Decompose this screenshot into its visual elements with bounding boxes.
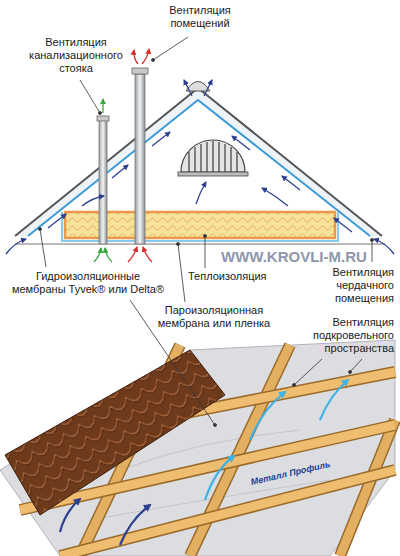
dormer-vent — [224, 144, 225, 172]
roof-buildup — [60, 470, 395, 556]
under-roof-arrows — [205, 456, 234, 500]
roof-section — [186, 82, 210, 92]
air-flow-arrows — [262, 188, 288, 206]
dormer-vent — [181, 140, 245, 172]
leader-lines — [40, 229, 46, 267]
roof-section — [15, 82, 385, 245]
dormer-vent — [212, 141, 213, 172]
room-air-arrows — [142, 49, 149, 64]
leader-lines — [205, 236, 206, 268]
air-flow-arrows — [6, 80, 394, 254]
sewer-air-arrows — [94, 99, 112, 262]
callout-label: Вентиляция чердачного помещения — [290, 266, 394, 305]
dormer-vent — [189, 141, 237, 172]
under-roof-arrows — [60, 499, 80, 532]
leader-lines — [80, 80, 100, 113]
callout-label: Теплоизоляция — [188, 270, 267, 283]
air-flow-arrows — [112, 165, 128, 178]
callout-label: Гидроизоляционные мембраны Tyvek® или De… — [8, 270, 168, 296]
callout-label: Вентиляция канализационного стояка — [20, 36, 132, 75]
room-vent-pipe — [132, 68, 148, 74]
under-roof-arrows — [60, 380, 348, 545]
leader-lines — [177, 243, 180, 246]
watermark: WWW.KROVLI-M.RU — [218, 248, 370, 265]
air-flow-arrows — [82, 196, 104, 206]
sewer-vent-pipe — [99, 120, 107, 244]
leader-lines — [349, 371, 352, 374]
roof-buildup — [0, 340, 395, 556]
sewer-air-arrows — [105, 248, 112, 262]
dormer-vent — [188, 152, 189, 172]
leader-lines — [371, 239, 374, 242]
leader-lines — [293, 384, 296, 387]
air-flow-arrows — [152, 132, 170, 146]
air-flow-arrows — [184, 80, 192, 96]
roof-buildup — [5, 350, 225, 515]
leader-lines — [204, 235, 207, 238]
room-air-arrows — [134, 50, 138, 64]
room-air-arrows — [128, 247, 137, 262]
leader-lines — [294, 359, 322, 385]
air-flow-arrows — [204, 80, 212, 96]
callout-label: Вентиляция подкровельного пространства — [282, 316, 394, 355]
room-vent-pipe — [135, 74, 145, 244]
room-air-arrows — [128, 49, 152, 262]
room-air-arrows — [143, 247, 152, 262]
leader-lines — [350, 359, 362, 372]
leader-lines — [152, 59, 155, 62]
dormer-vent — [200, 144, 201, 172]
leader-lines — [372, 240, 373, 262]
leader-lines — [178, 244, 185, 302]
air-flow-arrows — [6, 239, 26, 254]
air-flow-arrows — [232, 136, 250, 150]
callout-label: Вентиляция помещений — [150, 4, 250, 30]
leader-lines — [39, 37, 374, 427]
under-roof-arrows — [250, 392, 285, 440]
dormer-vent — [230, 147, 231, 172]
under-roof-arrows — [320, 380, 348, 420]
roof-buildup — [60, 470, 395, 556]
roof-buildup — [0, 340, 395, 556]
air-flow-arrows — [48, 214, 66, 228]
leader-lines — [153, 37, 188, 60]
leader-lines — [214, 424, 217, 427]
room-vent-pipe — [132, 68, 148, 244]
sewer-air-arrows — [94, 248, 101, 262]
dormer-vent — [218, 142, 219, 172]
callout-label: Пароизоляционная мембрана или пленка — [150, 304, 278, 330]
roof-section — [15, 244, 385, 245]
under-roof-arrows — [120, 505, 150, 545]
dormer-vent — [178, 140, 248, 176]
leader-lines — [99, 112, 102, 115]
sewer-vent-pipe — [97, 116, 109, 244]
dormer-vent — [194, 147, 195, 172]
sewer-air-arrows — [102, 99, 103, 113]
leader-lines — [39, 228, 42, 231]
dormer-vent — [206, 142, 207, 172]
air-flow-arrows — [334, 218, 352, 232]
air-flow-arrows — [374, 239, 394, 254]
dormer-vent — [236, 152, 237, 172]
dormer-vent — [178, 172, 248, 176]
air-flow-arrows — [282, 176, 300, 190]
sewer-vent-pipe — [97, 116, 109, 121]
air-flow-arrows — [196, 182, 206, 204]
